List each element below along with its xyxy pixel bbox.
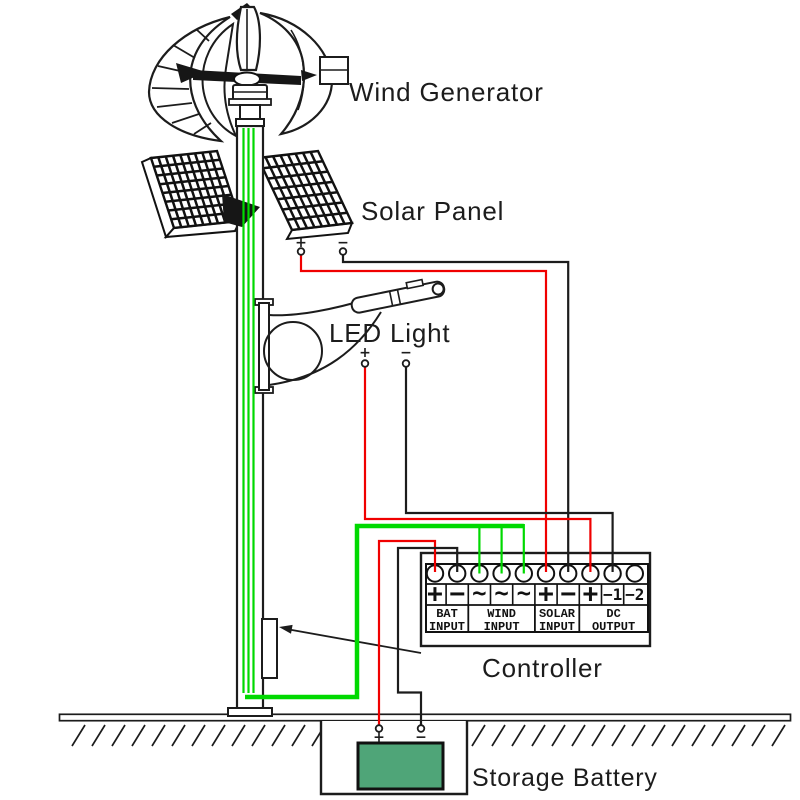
terminal-symbol-dividers [445, 584, 625, 605]
terminal-symbol: + [583, 579, 599, 609]
battery-graphic [319, 721, 469, 796]
battery-body [356, 741, 445, 791]
wire-battery-positive [377, 539, 437, 727]
terminal-symbol: −1 [603, 585, 622, 604]
led-light-label: LED Light [329, 318, 450, 348]
controller-label: Controller [482, 653, 603, 683]
wire-wind-branches [478, 524, 525, 574]
lamp-segments [388, 289, 402, 307]
right-solar-panel [256, 149, 354, 241]
turbine-neck [239, 104, 261, 121]
wire-wind-bundle [245, 523, 524, 700]
group-label-dc-line2: OUTPUT [592, 620, 635, 634]
terminal-symbol: − [449, 579, 465, 609]
arrow-head [279, 624, 293, 634]
turbine-right-blade-line [290, 29, 305, 111]
left-solar-panel [140, 149, 242, 239]
led-negative-terminal [401, 359, 411, 368]
battery-negative-terminal [416, 724, 426, 733]
wire-led-positive [363, 366, 592, 572]
lamp-clamp [405, 278, 425, 290]
pole-base-plate [227, 707, 273, 717]
wind-turbine-graphic [147, 3, 349, 143]
terminal-circle [625, 564, 644, 583]
controller-graphic: + − ~ ~ ~ + − + −1 −2 BAT INPUT WIND INP… [419, 551, 652, 648]
terminal-symbol: ~ [494, 579, 508, 607]
led-positive-terminal [360, 359, 370, 368]
panel-grid-lines [153, 158, 238, 221]
wire-solar-positive [299, 255, 548, 572]
turbine-center-blade [235, 5, 262, 72]
pole-graphic [222, 124, 278, 717]
ground-surface [58, 713, 792, 722]
terminal-symbol: + [538, 579, 554, 609]
lamp-tip [431, 282, 445, 296]
group-label-bat-line2: INPUT [429, 620, 465, 634]
junction-box [261, 618, 278, 679]
led-minus-sign: − [400, 345, 412, 361]
controller-pointer-arrow [279, 624, 422, 654]
battery-minus-sign: − [415, 730, 427, 746]
led-arm-scroll [263, 321, 323, 381]
turbine-hub-left-arm [176, 63, 206, 83]
turbine-hub-right-arm [301, 70, 317, 81]
terminal-symbol: −2 [625, 585, 644, 604]
group-label-bat-line1: BAT [436, 607, 458, 621]
led-lamp-head [350, 278, 446, 314]
terminal-group-dividers [467, 605, 581, 632]
wind-generator-label: Wind Generator [349, 77, 544, 107]
terminal-symbol: ~ [517, 579, 531, 607]
source-terminals [296, 247, 426, 733]
lamp-housing [350, 280, 446, 314]
wire-battery-negative [396, 546, 459, 727]
wire-led-negative [404, 366, 614, 572]
turbine-right-blade [259, 11, 334, 136]
panel-grid-lines [262, 160, 348, 222]
solar-negative-terminal [338, 247, 348, 256]
battery-positive-terminal [374, 724, 384, 733]
group-label-solar-line1: SOLAR [539, 607, 576, 621]
solar-panels-graphic [140, 149, 354, 241]
ground-hatching-left [71, 724, 326, 747]
terminal-symbol: − [560, 579, 576, 609]
solar-minus-sign: − [337, 235, 349, 251]
wire-solar-negative [341, 255, 570, 572]
solar-positive-terminal [296, 247, 306, 256]
battery-plus-sign: + [373, 730, 385, 746]
solar-plus-sign: + [295, 235, 307, 251]
ground-graphic [58, 713, 792, 747]
group-label-solar-line2: INPUT [539, 620, 575, 634]
terminal-symbol: + [427, 579, 443, 609]
group-label-wind-line2: INPUT [484, 620, 520, 634]
turbine-left-blade-rungs [151, 28, 212, 135]
group-label-wind-line1: WIND [487, 607, 516, 621]
storage-battery-label: Storage Battery [472, 764, 658, 792]
panel-grid-lines [264, 151, 346, 230]
terminal-symbol: ~ [472, 579, 486, 607]
pole-wires-green [242, 128, 255, 693]
led-plus-sign: + [359, 345, 371, 361]
group-label-dc-line1: DC [606, 607, 620, 621]
panel-mount-bracket [222, 194, 260, 227]
arrow-line [284, 627, 422, 654]
led-light-graphic [263, 278, 446, 386]
pole-collar [235, 118, 265, 127]
solar-panel-label: Solar Panel [361, 196, 504, 226]
ground-hatching-right [471, 724, 786, 747]
turbine-spindle [233, 71, 261, 87]
wiring [242, 128, 614, 727]
terminal-strip-rows [426, 583, 648, 606]
